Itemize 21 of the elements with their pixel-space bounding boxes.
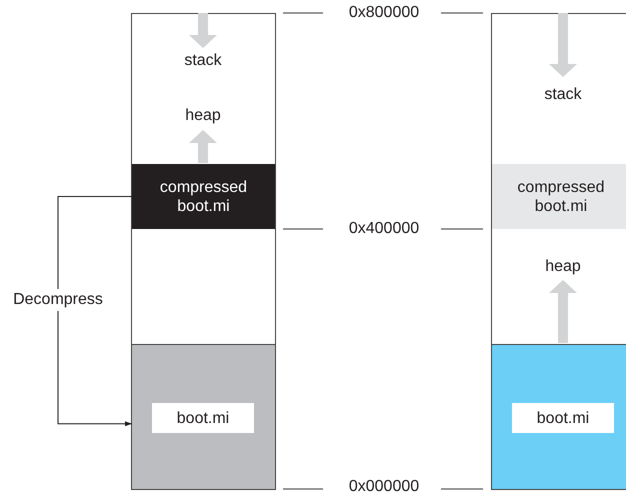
memory-region [132, 344, 275, 489]
heap-label: heap [185, 107, 221, 125]
edge-label: Decompress [13, 289, 103, 312]
connector-arrow [58, 196, 132, 426]
memory-map-column [131, 13, 276, 490]
address-label: 0x000000 [348, 478, 420, 496]
file-label [152, 403, 254, 433]
memory-region [492, 164, 626, 229]
stack-label: stack [544, 86, 582, 104]
address-label: 0x400000 [348, 220, 420, 238]
stack-label: stack [184, 52, 222, 70]
region-text: boot.mi [176, 408, 230, 428]
region-text: boot.mi [536, 408, 590, 428]
memory-region [492, 344, 626, 489]
memory-map-column [491, 13, 626, 490]
region-text: compressed boot.mi [158, 178, 248, 216]
file-label [512, 403, 614, 433]
heap-label: heap [545, 258, 581, 276]
memory-region [132, 164, 275, 229]
address-label: 0x800000 [348, 4, 420, 22]
region-text: compressed boot.mi [516, 178, 606, 216]
